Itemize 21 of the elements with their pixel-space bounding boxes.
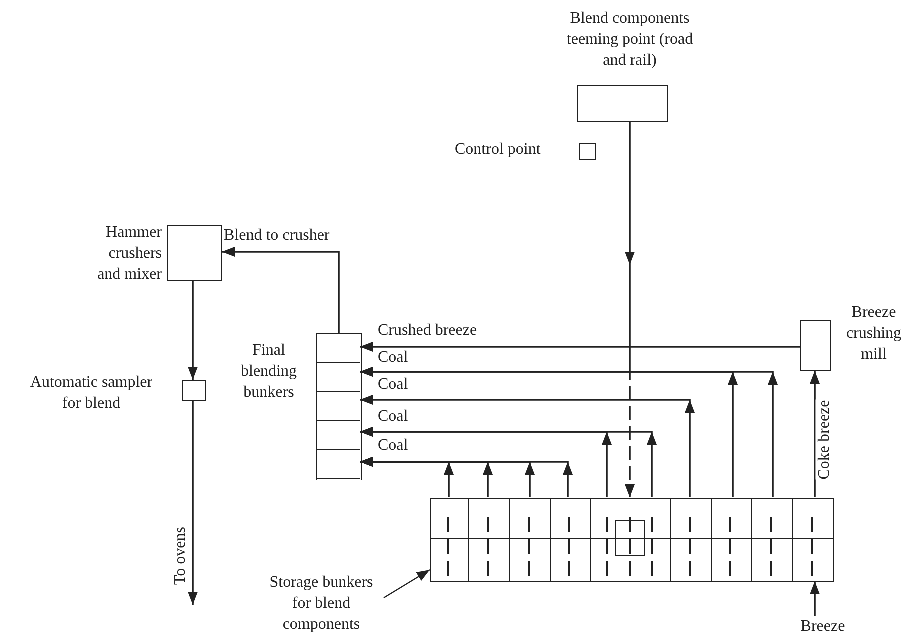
control-point-box [614, 520, 644, 556]
arrow [188, 401, 198, 605]
storage-bunker-grid [430, 498, 834, 582]
arrow [360, 395, 695, 498]
node-label: Storage bunkers for blend components [268, 573, 374, 635]
arrow [359, 457, 573, 498]
arrow [810, 582, 820, 616]
arrow [188, 281, 198, 380]
arrow [360, 342, 800, 352]
node-label: Final blending bunkers [240, 341, 298, 403]
arrow [810, 371, 820, 498]
node-label: Automatic sampler for blend [29, 373, 154, 414]
legend-label: Control point [455, 140, 541, 160]
node-label: Blend components teeming point (road and rail) [566, 9, 694, 71]
leader-line [384, 569, 430, 599]
node-label: Breeze crushing mill [845, 303, 903, 365]
arrow [625, 122, 635, 498]
arrow [360, 427, 612, 498]
arrow [222, 247, 340, 333]
node-label: Breeze [800, 617, 846, 637]
node-label: Hammer crushers and mixer [96, 223, 162, 285]
